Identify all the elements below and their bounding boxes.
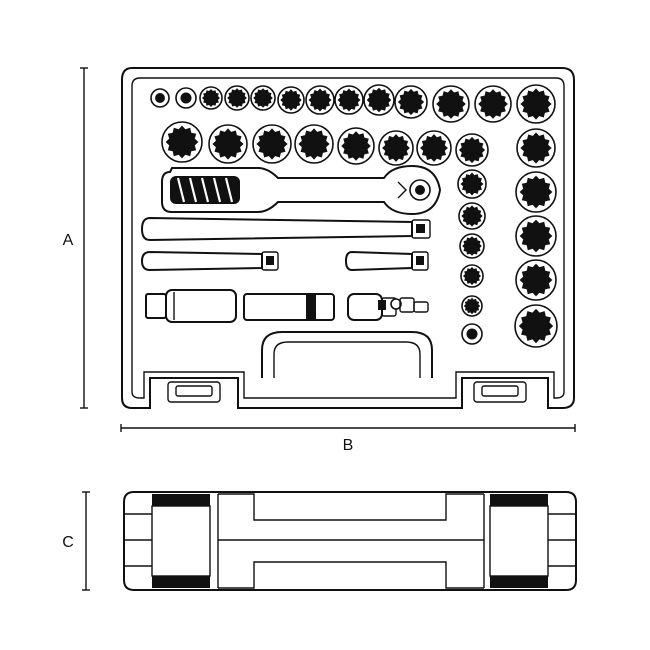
socket-icon (294, 124, 334, 164)
socket-icon (337, 127, 375, 165)
extension-bar-medium-icon (140, 250, 279, 272)
socket-icon (305, 85, 335, 115)
socket-icon (208, 124, 248, 164)
socket-icon (224, 85, 250, 111)
socket-icon (461, 295, 483, 317)
socket-icon (458, 202, 486, 230)
socket-small-icon (150, 88, 170, 108)
socket-group (150, 84, 558, 348)
socket-icon (455, 133, 489, 167)
ratchet-handle-icon (161, 164, 442, 216)
socket-icon (252, 124, 292, 164)
socket-icon (459, 233, 485, 259)
dimension-a-label: A (63, 232, 74, 249)
socket-icon (394, 85, 428, 119)
socket-icon (161, 121, 203, 163)
case-top-view (121, 67, 575, 409)
socket-icon (416, 130, 452, 166)
socket-icon (515, 171, 557, 213)
socket-icon (516, 128, 556, 168)
socket-icon (250, 85, 276, 111)
socket-icon (363, 84, 395, 116)
dimension-b-label: B (343, 437, 354, 454)
case-side-view (123, 491, 577, 591)
extension-bar-collar-icon (243, 293, 335, 321)
dimension-c: C (62, 491, 90, 591)
universal-joint-icon (347, 293, 429, 321)
socket-icon (474, 85, 512, 123)
socket-icon (432, 85, 470, 123)
dimension-a: A (63, 67, 88, 409)
socket-icon (277, 86, 305, 114)
socket-icon (515, 215, 557, 257)
socket-small-icon (461, 323, 483, 345)
socket-icon (378, 130, 414, 166)
socket-icon (514, 304, 558, 348)
socket-icon (457, 169, 487, 199)
latch-left (167, 381, 221, 403)
socket-icon (515, 259, 557, 301)
extension-bar-short-icon (344, 250, 429, 272)
socket-small-icon (175, 87, 197, 109)
latch-right (473, 381, 527, 403)
socket-icon (199, 86, 223, 110)
spark-plug-socket-icon (145, 289, 237, 323)
dimension-c-label: C (62, 534, 74, 551)
socket-icon (516, 84, 556, 124)
socket-icon (460, 264, 484, 288)
dimension-b: B (120, 424, 576, 454)
socket-icon (334, 85, 364, 115)
extension-bar-long-icon (140, 216, 431, 242)
